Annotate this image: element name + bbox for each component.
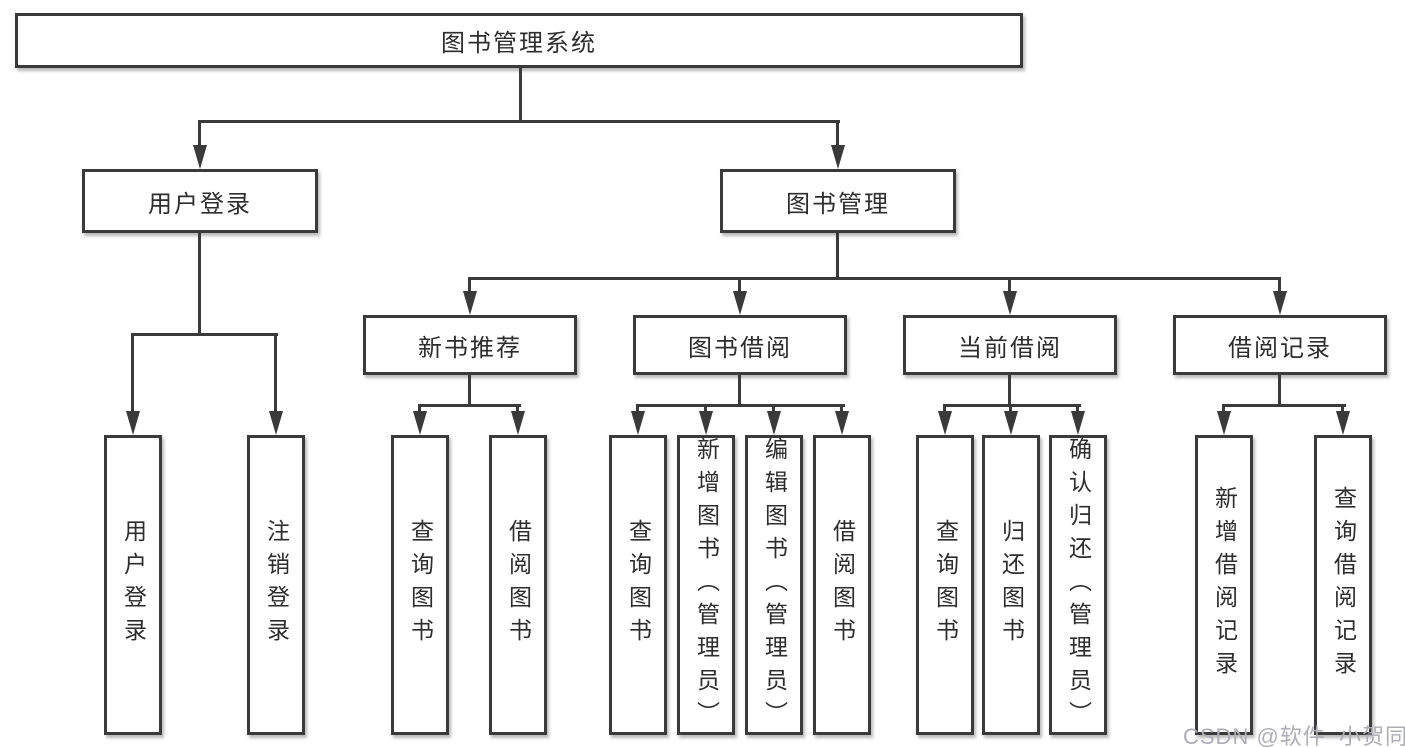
connector-edge: [840, 404, 843, 413]
leaf-user-login: 用户登录: [104, 435, 162, 735]
arrow-down-icon: [1003, 291, 1017, 315]
node-user-login: 用户登录: [82, 169, 318, 233]
csdn-watermark: CSDN @软件_小贺同学: [1183, 724, 1405, 747]
leaf-add-borrow-record: 新增借阅记录: [1195, 435, 1253, 735]
leaf-add-book-admin: 新增图书（管理员）: [677, 435, 735, 735]
connector-root-split: [198, 120, 840, 123]
connector-edge: [1076, 404, 1079, 413]
node-label: 新书推荐: [418, 334, 522, 362]
leaf-borrow-books-borrowing: 借阅图书: [813, 435, 871, 735]
node-label: 借阅图书: [505, 519, 532, 651]
connector-current-trunk: [1008, 373, 1011, 407]
arrow-down-icon: [767, 411, 781, 435]
node-borrowing-records: 借阅记录: [1173, 315, 1387, 375]
node-label: 新增借阅记录: [1211, 486, 1238, 684]
arrow-down-icon: [126, 411, 140, 435]
node-current-borrowing: 当前借阅: [903, 315, 1117, 375]
node-label: 查询图书: [625, 519, 652, 651]
connector-edge: [198, 120, 201, 147]
arrow-down-icon: [699, 411, 713, 435]
connector-borrowing-trunk: [738, 373, 741, 407]
leaf-query-borrow-record: 查询借阅记录: [1314, 435, 1372, 735]
node-label: 图书借阅: [688, 334, 792, 362]
arrow-down-icon: [269, 411, 283, 435]
connector-edge: [772, 404, 775, 413]
connector-edge: [836, 120, 839, 147]
connector-borrowing-split: [636, 404, 845, 407]
connector-edge: [636, 404, 639, 413]
node-label: 图书管理系统: [441, 30, 597, 57]
node-label: 编辑图书（管理员）: [761, 436, 788, 734]
node-label: 用户登录: [120, 519, 147, 651]
arrow-down-icon: [1217, 411, 1231, 435]
connector-records-trunk: [1278, 373, 1281, 407]
arrow-down-icon: [733, 291, 747, 315]
connector-edge: [131, 333, 134, 413]
leaf-edit-book-admin: 编辑图书（管理员）: [745, 435, 803, 735]
node-label: 注销登录: [263, 519, 290, 651]
arrow-down-icon: [193, 145, 207, 169]
node-label: 查询图书: [932, 519, 959, 651]
node-library-management-system: 图书管理系统: [15, 13, 1023, 68]
arrow-down-icon: [1004, 411, 1018, 435]
arrow-down-icon: [413, 411, 427, 435]
connector-user-login-split: [131, 333, 278, 336]
connector-edge: [1009, 404, 1012, 413]
node-label: 当前借阅: [958, 334, 1062, 362]
connector-edge: [1222, 404, 1225, 413]
arrow-down-icon: [938, 411, 952, 435]
connector-user-login-trunk: [198, 231, 201, 336]
connector-edge: [1278, 277, 1281, 293]
arrow-down-icon: [831, 145, 845, 169]
connector-edge: [468, 277, 471, 293]
connector-edge: [1008, 277, 1011, 293]
node-label: 归还图书: [998, 519, 1025, 651]
node-label: 查询借阅记录: [1330, 486, 1357, 684]
connector-book-management-split: [468, 277, 1281, 280]
connector-edge: [418, 404, 421, 413]
connector-current-split: [943, 404, 1081, 407]
node-label: 确认归还（管理员）: [1065, 436, 1092, 734]
connector-edge: [516, 404, 519, 413]
node-label: 查询图书: [407, 519, 434, 651]
node-label: 借阅记录: [1228, 334, 1332, 362]
arrow-down-icon: [835, 411, 849, 435]
leaf-query-books-borrowing: 查询图书: [609, 435, 667, 735]
connector-book-management-trunk: [836, 231, 839, 280]
connector-edge: [1341, 404, 1344, 413]
connector-edge: [738, 277, 741, 293]
connector-records-split: [1222, 404, 1346, 407]
node-label: 新增图书（管理员）: [693, 436, 720, 734]
arrow-down-icon: [1071, 411, 1085, 435]
node-book-management: 图书管理: [720, 169, 956, 233]
connector-edge: [943, 404, 946, 413]
arrow-down-icon: [511, 411, 525, 435]
arrow-down-icon: [463, 291, 477, 315]
leaf-query-books-current: 查询图书: [916, 435, 974, 735]
node-label: 借阅图书: [829, 519, 856, 651]
node-label: 用户登录: [148, 190, 252, 218]
leaf-borrow-books-recommend: 借阅图书: [489, 435, 547, 735]
leaf-return-book: 归还图书: [982, 435, 1040, 735]
connector-root-trunk: [519, 66, 522, 123]
arrow-down-icon: [1336, 411, 1350, 435]
arrow-down-icon: [1273, 291, 1287, 315]
connector-recommend-split: [418, 404, 521, 407]
node-book-borrowing: 图书借阅: [633, 315, 847, 375]
arrow-down-icon: [631, 411, 645, 435]
connector-edge: [274, 333, 277, 413]
leaf-query-books-recommend: 查询图书: [391, 435, 449, 735]
connector-recommend-trunk: [468, 373, 471, 407]
connector-edge: [704, 404, 707, 413]
leaf-confirm-return-admin: 确认归还（管理员）: [1049, 435, 1107, 735]
node-label: 图书管理: [786, 190, 890, 218]
leaf-logout: 注销登录: [247, 435, 305, 735]
node-new-book-recommendation: 新书推荐: [363, 315, 577, 375]
